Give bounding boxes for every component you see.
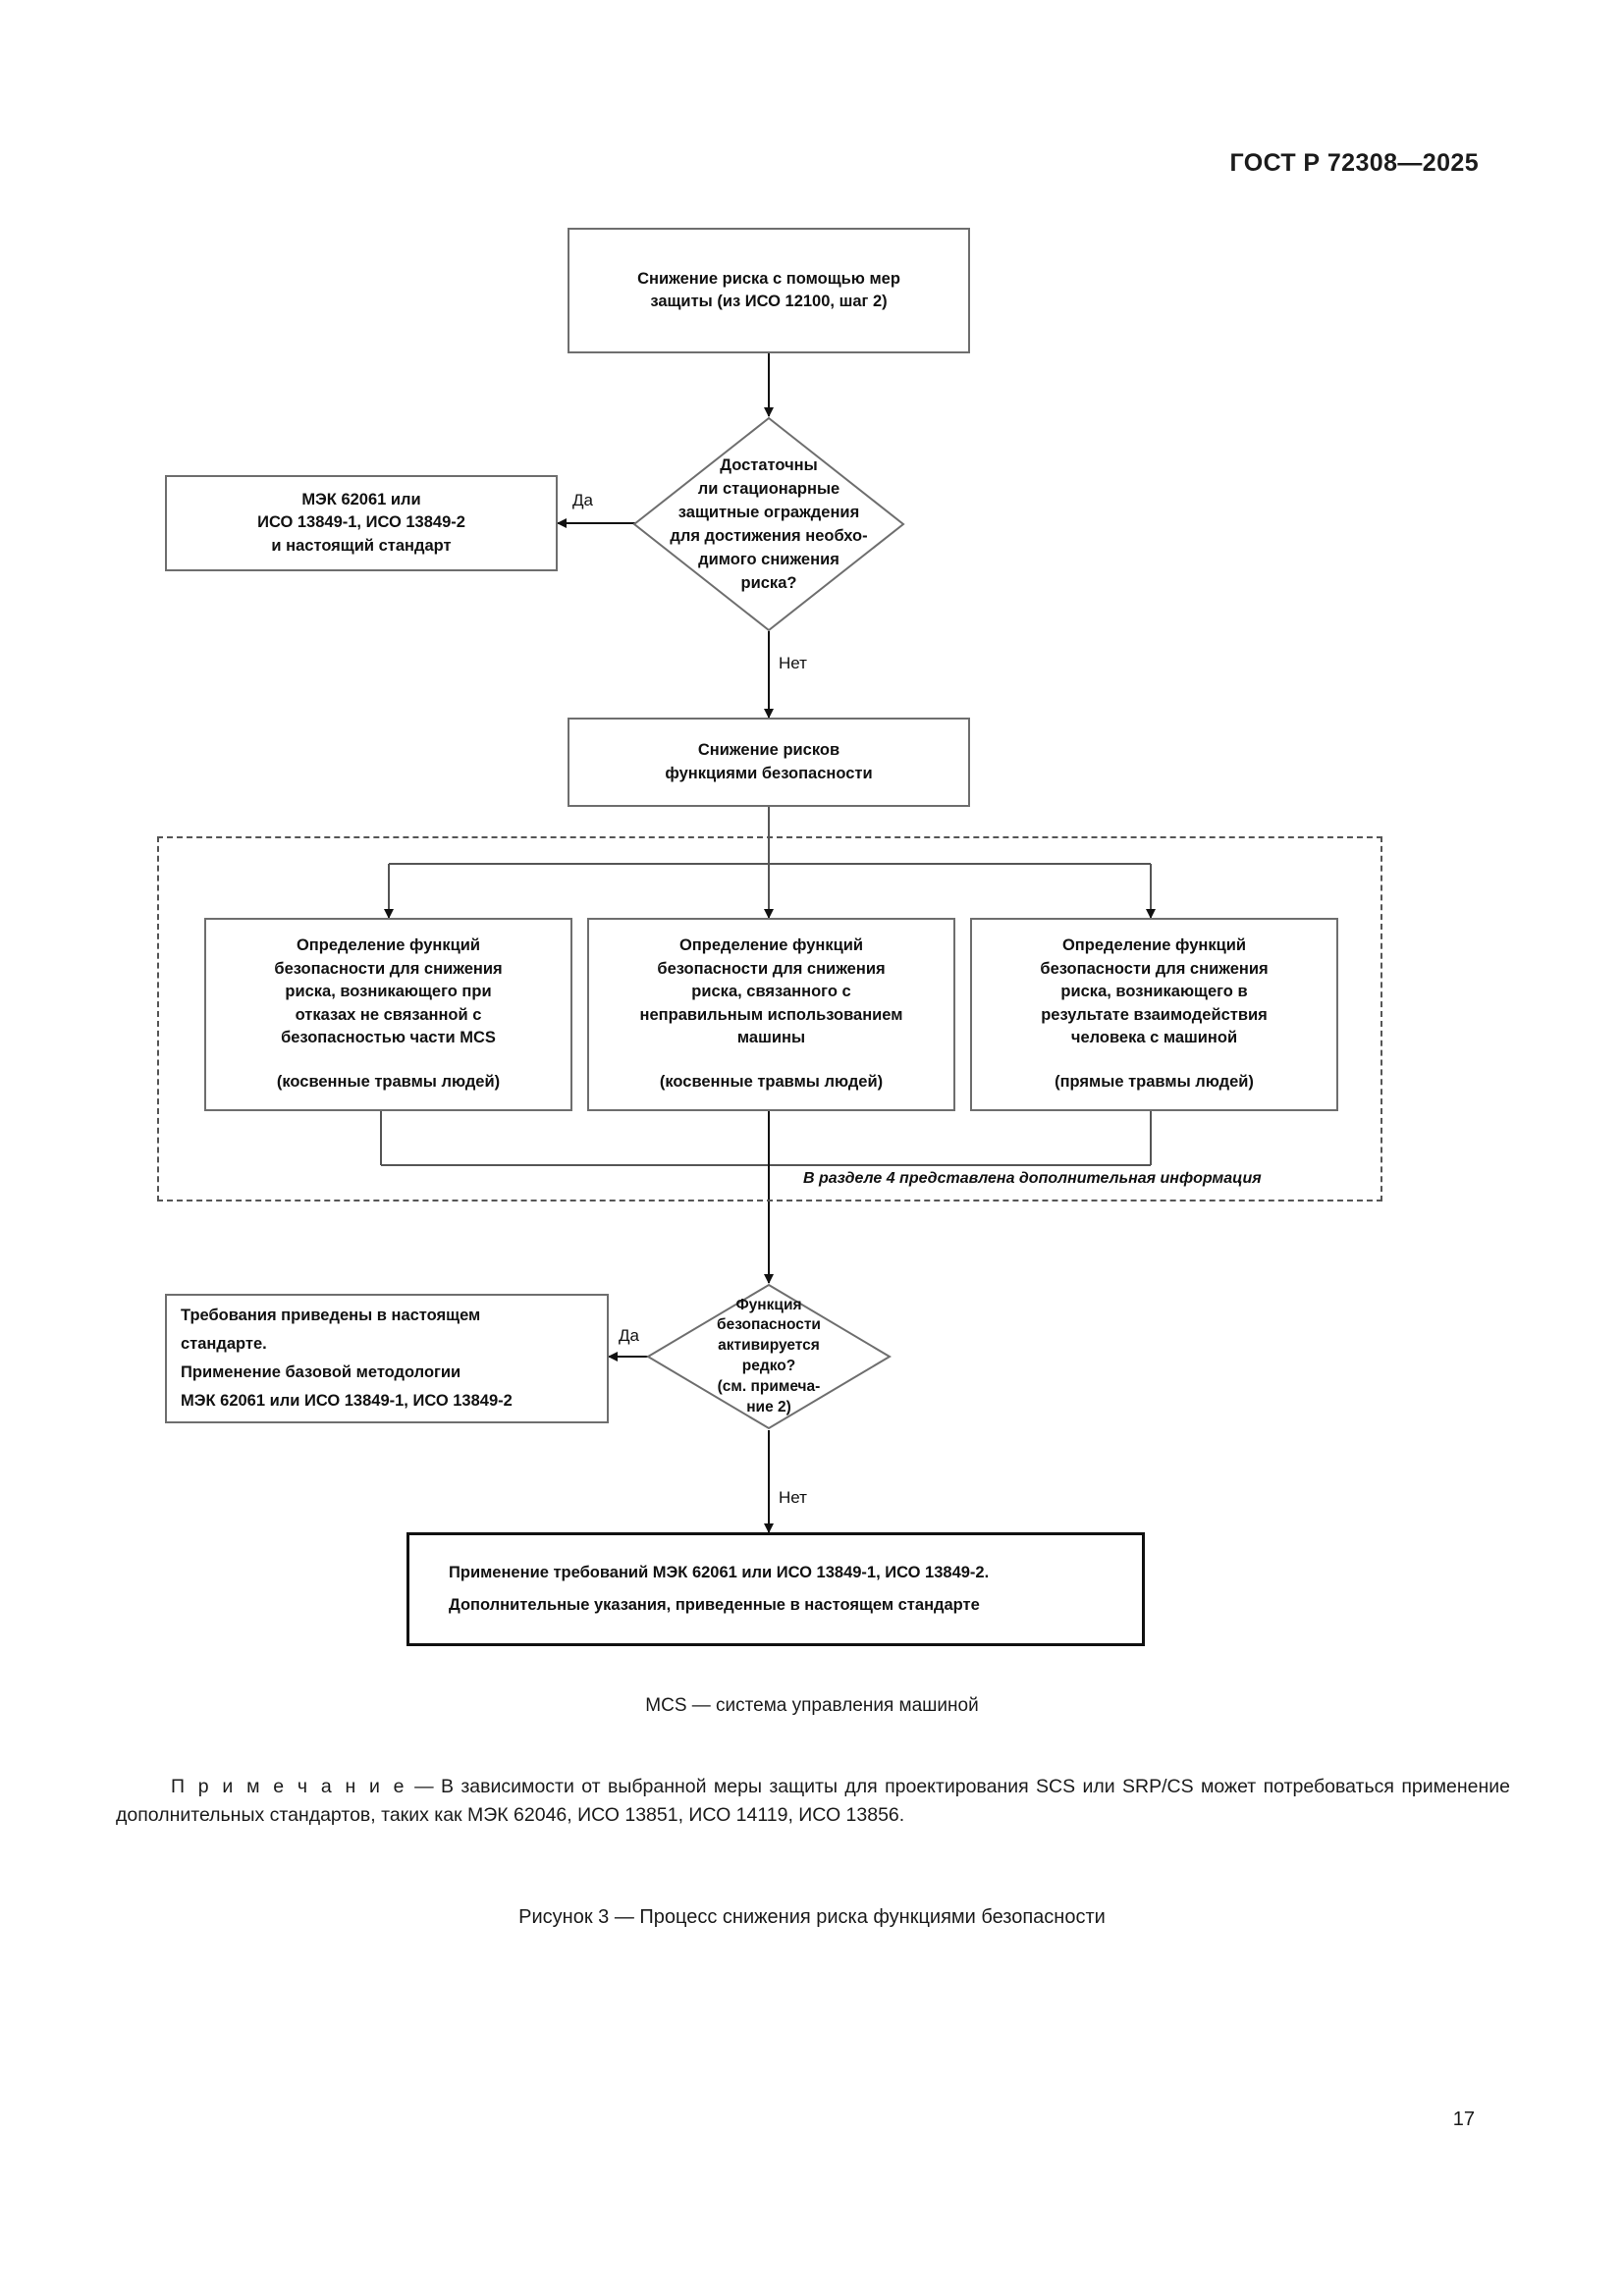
decision1-line-1: Достаточны [720, 455, 818, 474]
yes-box2-line-3: Применение базовой методологии [181, 1363, 461, 1381]
diamond-shape [632, 416, 905, 632]
flowchart: В разделе 4 представлена дополнительная … [157, 228, 1382, 1646]
node-risk-reduction-safety-functions[interactable]: Снижение рисков функциями безопасности [568, 718, 970, 807]
standard-header: ГОСТ Р 72308—2025 [1229, 149, 1479, 177]
decision1-no-label: Нет [779, 654, 807, 672]
yes-box2-line-2: стандарте. [181, 1335, 267, 1354]
note-label: П р и м е ч а н и е [171, 1776, 407, 1797]
final-box-line-1: Применение требований МЭК 62061 или ИСО … [449, 1564, 990, 1581]
decision-safety-function-rarely-activated[interactable]: Функция безопасности активируется редко?… [646, 1283, 892, 1430]
decision2-line-3: активируется [718, 1337, 820, 1355]
branch1-line-3: риска, возникающего при [285, 983, 492, 1001]
node-branch-indirect-mcs[interactable]: Определение функций безопасности для сни… [204, 918, 572, 1111]
branch2-line-5: машины [736, 1028, 806, 1046]
branch2-line-2: безопасности для снижения [657, 959, 886, 978]
branch3-line-2: безопасности для снижения [1040, 959, 1269, 978]
decision2-line-2: безопасности [717, 1316, 821, 1334]
node-final-apply-requirements[interactable]: Применение требований МЭК 62061 или ИСО … [406, 1532, 1145, 1646]
diamond-shape-2 [646, 1283, 892, 1430]
branch2-line-3: риска, связанного с [691, 983, 851, 1001]
branch2-subline: (косвенные травмы людей) [659, 1073, 884, 1092]
decision1-line-2: ли стационарные [697, 479, 840, 498]
decision1-line-4: для достижения необхо- [670, 527, 868, 545]
yes-box1-line-2: ИСО 13849-1, ИСО 13849-2 [257, 513, 465, 532]
yes-box2-line-4: МЭК 62061 или ИСО 13849-1, ИСО 13849-2 [181, 1391, 513, 1410]
branch3-line-4: результате взаимодействия [1041, 1005, 1268, 1024]
branch1-line-5: безопасностью части MCS [281, 1028, 496, 1046]
branch1-line-4: отказах не связанной с [295, 1005, 482, 1024]
yes-box2-line-1: Требования приведены в настоящем [181, 1307, 481, 1325]
branch1-main: Определение функций безопасности для сни… [274, 934, 502, 1049]
section-4-region [157, 836, 1382, 1201]
node-iec62061-standards[interactable]: МЭК 62061 или ИСО 13849-1, ИСО 13849-2 и… [165, 475, 558, 571]
branch2-line-4: неправильным использованием [639, 1005, 903, 1024]
branch3-line-3: риска, возникающего в [1060, 983, 1248, 1001]
yes-box1-line-3: и настоящий стандарт [271, 536, 452, 555]
branch3-main: Определение функций безопасности для сни… [1040, 934, 1268, 1049]
branch3-subline: (прямые травмы людей) [1055, 1073, 1254, 1092]
node-branch-human-machine[interactable]: Определение функций безопасности для сни… [970, 918, 1338, 1111]
risk-reduction-line-1: Снижение рисков [697, 741, 840, 760]
figure-caption: Рисунок 3 — Процесс снижения риска функц… [518, 1906, 1106, 1928]
note-block: П р и м е ч а н и е — В зависимости от в… [116, 1773, 1510, 1831]
decision1-line-3: защитные ограждения [677, 503, 860, 521]
branch1-subline: (косвенные травмы людей) [276, 1073, 501, 1092]
section-4-region-note: В разделе 4 представлена дополнительная … [803, 1170, 1262, 1187]
branch1-line-1: Определение функций [296, 936, 481, 955]
node-start-line-2: защиты (из ИСО 12100, шаг 2) [650, 293, 888, 310]
decision1-line-5: димого снижения [698, 551, 839, 569]
branch2-line-1: Определение функций [678, 936, 864, 955]
decision2-line-5: (см. примеча- [717, 1377, 821, 1395]
decision-guards-sufficient-text: Достаточны ли стационарные защитные огра… [632, 416, 905, 632]
page-number: 17 [1452, 2109, 1475, 2130]
node-start[interactable]: Снижение риска с помощью мер защиты (из … [568, 228, 970, 353]
branch2-main: Определение функций безопасности для сни… [640, 934, 903, 1049]
decision2-no-label: Нет [779, 1488, 807, 1507]
decision2-line-6: ние 2) [746, 1398, 791, 1415]
decision1-line-6: риска? [740, 574, 797, 593]
branch3-line-1: Определение функций [1061, 936, 1247, 955]
decision2-yes-label: Да [619, 1326, 639, 1345]
decision2-line-4: редко? [741, 1358, 796, 1374]
risk-reduction-line-2: функциями безопасности [665, 764, 873, 782]
note-text: — В зависимости от выбранной меры защиты… [116, 1776, 1510, 1827]
legend-mcs: MCS — система управления машиной [645, 1695, 979, 1716]
branch1-line-2: безопасности для снижения [274, 959, 503, 978]
final-box-line-2: Дополнительные указания, приведенные в н… [449, 1596, 980, 1614]
decision2-line-1: Функция [735, 1296, 802, 1313]
decision1-yes-label: Да [572, 491, 593, 509]
branch3-line-5: человека с машиной [1070, 1028, 1238, 1046]
node-start-line-1: Снижение риска с помощью мер [637, 269, 900, 288]
node-branch-misuse[interactable]: Определение функций безопасности для сни… [587, 918, 955, 1111]
yes-box1-line-1: МЭК 62061 или [301, 490, 421, 508]
decision-2-text: Функция безопасности активируется редко?… [646, 1283, 892, 1430]
node-requirements-this-standard[interactable]: Требования приведены в настоящем стандар… [165, 1294, 609, 1423]
decision-guards-sufficient[interactable]: Достаточны ли стационарные защитные огра… [632, 416, 905, 632]
